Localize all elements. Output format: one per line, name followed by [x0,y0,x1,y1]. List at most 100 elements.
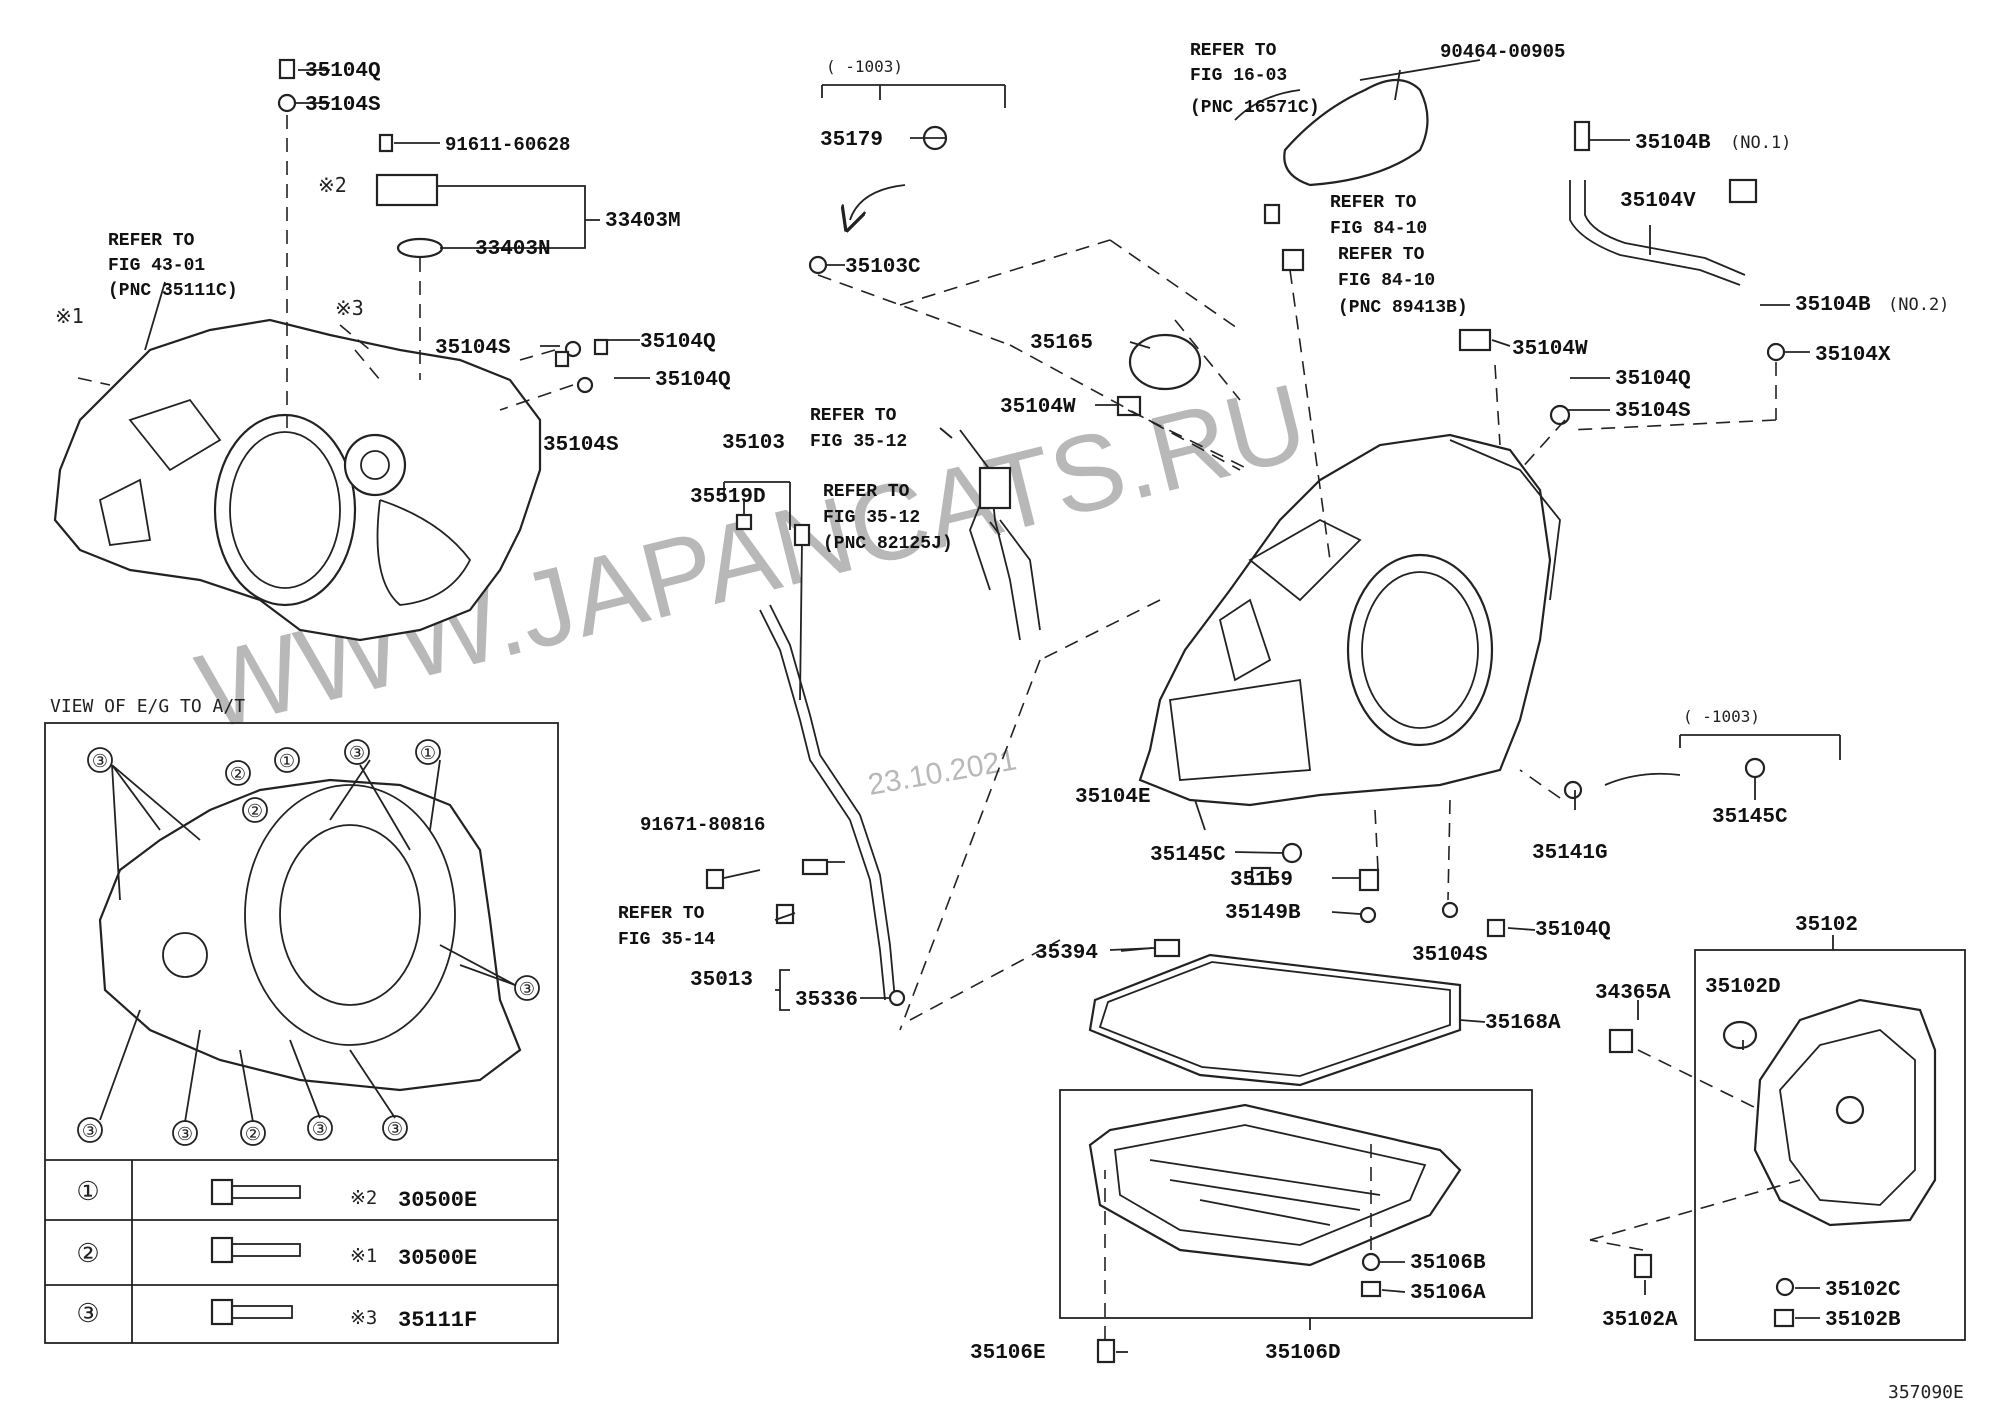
callout-5: ② [225,760,251,786]
part-labels: 35104Q 35104S 91611-60628 ※2 33403M 3340… [55,41,1964,1403]
label-35145C-2: 35145C [1712,806,1788,829]
label-91611-60628: 91611-60628 [445,134,570,156]
table-row-2: ② ※1 30500E [76,1236,477,1271]
label-35104S-mid2: 35104S [543,434,619,457]
leader-lines [144,59,1841,1353]
refer-notes: REFER TO FIG 43-01 (PNC 35111C) REFER TO… [108,41,1468,950]
label-35104S-mid: 35104S [435,337,511,360]
label-35145C-1: 35145C [1150,844,1226,867]
label-33403M: 33403M [605,210,681,233]
svg-text:※1: ※1 [350,1245,377,1267]
label-35149B: 35149B [1225,902,1301,925]
callout-8: ③ [77,1117,103,1143]
svg-text:③: ③ [177,1124,193,1145]
mark-2: ※2 [318,173,347,197]
svg-text:②: ② [247,801,263,822]
svg-text:35111F: 35111F [398,1308,477,1333]
label-35013: 35013 [690,969,753,992]
view-title: VIEW OF E/G TO A/T [50,696,245,717]
label-35104B-no1: 35104B [1635,132,1711,155]
ref-fig-16-03: REFER TO FIG 16-03 (PNC 16571C) [1190,41,1320,118]
converter-housing [53,318,542,642]
label-35141G: 35141G [1532,842,1608,865]
label-35104Q: 35104Q [305,60,381,83]
label-35102C: 35102C [1825,1279,1901,1302]
label-35104W-1: 35104W [1000,396,1076,419]
callout-10: ③ [307,1115,333,1141]
label-35102B: 35102B [1825,1309,1901,1332]
label-35106E: 35106E [970,1342,1046,1365]
label-35104S-low: 35104S [1412,944,1488,967]
label-35179: 35179 [820,129,883,152]
label-35104S: 35104S [305,94,381,117]
ref-fig-35-14: REFER TO FIG 35-14 [618,904,715,950]
callout-3: ③ [344,739,370,765]
view-inset-box [44,722,559,1344]
label-35106A: 35106A [1410,1282,1486,1305]
label-35103: 35103 [722,432,785,455]
label-35104B-no1-note: (NO.1) [1730,133,1791,153]
label-35519D: 35519D [690,486,766,509]
svg-text:①: ① [76,1177,99,1207]
range-note-2: ( -1003) [1683,707,1760,726]
oil-pan-gasket [1088,953,1462,1087]
ref-fig-84-10b: REFER TO FIG 84-10 (PNC 89413B) [1338,245,1468,318]
label-35168A: 35168A [1485,1012,1561,1035]
extension-housing [1753,998,1937,1227]
svg-text:②: ② [230,764,246,785]
svg-text:③: ③ [82,1121,98,1142]
svg-text:③: ③ [349,743,365,764]
oil-pan-box [1059,1089,1533,1319]
svg-text:③: ③ [312,1119,328,1140]
svg-text:①: ① [420,743,436,764]
inset-housing [98,778,522,1092]
label-35104Q-r: 35104Q [1615,368,1691,391]
svg-text:※2: ※2 [350,1187,377,1209]
callout-11: ② [240,1120,266,1146]
label-91671-80816: 91671-80816 [640,814,765,836]
oil-level-gauge-tube [759,523,896,1001]
ref-fig-35-12b: REFER TO FIG 35-12 (PNC 82125J) [823,482,953,554]
table-row-3: ③ ※3 35111F [76,1298,477,1333]
label-35104X: 35104X [1815,344,1891,367]
range-note-1: ( -1003) [826,57,903,76]
ref-fig-43-01: REFER TO FIG 43-01 (PNC 35111C) [108,231,238,301]
date-stamp: 23.10.2021 [865,743,1019,802]
label-35106D: 35106D [1265,1342,1341,1365]
mark-1: ※1 [55,304,84,328]
label-34365A: 34365A [1595,982,1671,1005]
label-35106B: 35106B [1410,1252,1486,1275]
label-35103C: 35103C [845,256,921,279]
label-35165: 35165 [1030,332,1093,355]
label-35104Q-low: 35104Q [1535,919,1611,942]
label-35104Q-mid1: 35104Q [640,331,716,354]
label-35102D: 35102D [1705,976,1781,999]
callout-7: ③ [514,975,540,1001]
transaxle-case [1138,433,1561,807]
label-35104V: 35104V [1620,190,1696,213]
callout-6: ② [242,797,268,823]
bolt-table: ① ※2 30500E ② ※1 30500E ③ ※3 35111F [45,1159,558,1343]
callout-9: ③ [172,1120,198,1146]
label-35102A: 35102A [1602,1309,1678,1332]
callout-1: ③ [87,747,113,773]
mark-3: ※3 [335,296,364,320]
inset-callouts: ③ ① ③ ① ② ② ③ ③ ③ ③ ② ③ ② [77,739,540,1146]
svg-text:③: ③ [519,979,535,1000]
label-90464-00905: 90464-00905 [1440,41,1565,63]
svg-text:③: ③ [387,1119,403,1140]
svg-text:②: ② [245,1124,261,1145]
svg-text:30500E: 30500E [398,1188,477,1213]
label-35159: 35159 [1230,869,1293,892]
label-33403N: 33403N [475,238,551,261]
table-row-1: ① ※2 30500E [76,1177,477,1213]
label-35336: 35336 [795,989,858,1012]
ref-fig-84-10a: REFER TO FIG 84-10 [1330,193,1427,239]
figure-id: 357090E [1888,1382,1964,1403]
svg-text:①: ① [279,751,295,772]
dashed-guides [77,115,1801,1340]
callout-12: ③ [382,1115,408,1141]
svg-text:※3: ※3 [350,1307,377,1329]
extension-housing-box [1694,949,1966,1341]
